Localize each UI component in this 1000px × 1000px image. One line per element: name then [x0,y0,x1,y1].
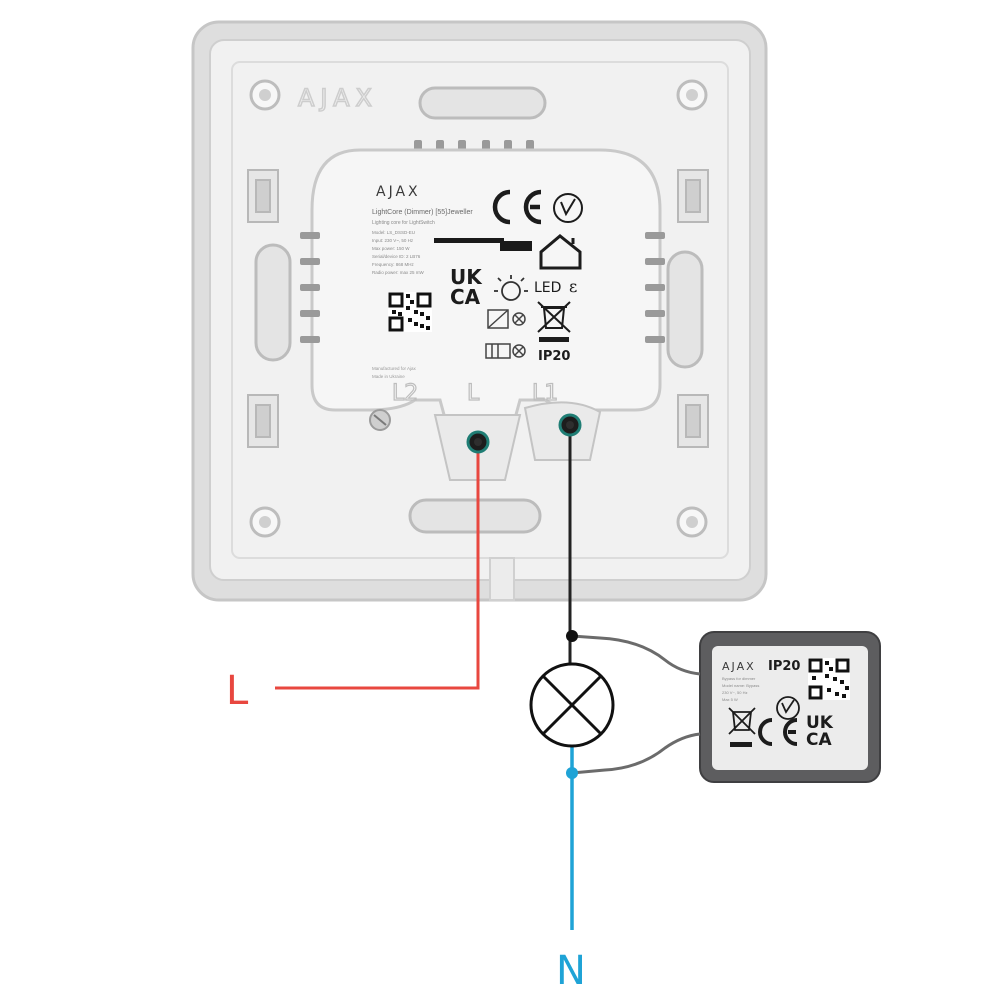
epsilon-icon: ε [569,277,577,296]
bypass-ip-rating: IP20 [768,659,800,674]
bulb-icon [494,275,528,301]
dimmer-module: AJAX LightCore (Dimmer) [55]Jeweller Lig… [300,140,665,481]
svg-text:CA: CA [806,730,832,750]
mount-slot-bottom [408,498,542,534]
spec-line: Input: 230 V~, 50 Hz [372,238,414,243]
svg-text:UK: UK [806,713,834,733]
led-load-label: LED [534,280,561,296]
mount-hole-top-right [676,79,708,111]
mount-slot-left [254,243,292,362]
dimmer-spec-lines: Model: LS_DSSD-EU Input: 230 V~, 50 Hz M… [372,230,425,275]
spec-line: Max power: 150 W [372,246,410,251]
spec-line: Model: LS_DSSD-EU [372,230,415,235]
dimmer-product-name: LightCore (Dimmer) [55]Jeweller [372,209,473,216]
terminal-label-l2: L2 [392,381,418,406]
vents-sides [300,232,665,343]
driver-symbol-icon [487,309,526,329]
dimmer-subtitle: Lighting core for LightSwitch [372,220,435,226]
live-wire [275,442,480,690]
mount-hole-bottom-left [249,506,281,538]
bypass-module: AJAX IP20 Bypass for dimmer Model name: … [699,631,881,783]
mount-hole-top-left [249,79,281,111]
weee-bin-icon [537,301,571,333]
bypass-ce-mark-icon [758,718,798,746]
lamp-symbol-icon [485,343,526,359]
ukca-icon: UK CA [450,265,483,309]
terminal-screw [369,409,391,431]
bypass-spec-line: Max 5 W [722,697,738,702]
bypass-spec-line: Bypass for dimmer [722,676,756,681]
dimmer-brand: AJAX [376,184,421,200]
bypass-ukca-icon: UK CA [806,713,834,750]
side-clips [247,169,709,448]
mount-hole-bottom-right [676,506,708,538]
spec-line: Frequency: 868 MHz [372,262,415,267]
frame-brand-emboss: AJAX [298,84,378,112]
dimmer-ip-rating: IP20 [538,349,570,364]
bypass-spec-line: Model name: Bypass [722,683,759,688]
mount-slot-top [418,86,547,120]
house-icon [539,234,582,270]
mount-slot-right [666,250,704,369]
spec-line: Radio power: max 25 mW [372,270,425,275]
lamp-load-icon [529,662,615,748]
dimmer-footer-line-1: Manufactured for Ajax [372,366,417,371]
bypass-brand: AJAX [722,660,756,673]
spec-line: Serial/device ID: 2 LB76 [372,254,421,259]
bypass-weee-bin-icon [728,707,756,735]
live-wire-label: L [226,668,249,714]
qr-code-icon [388,292,432,332]
bypass-qr-code-icon [808,658,850,700]
neutral-wire-label: N [556,948,586,994]
dimmer-footer-line-2: Made in Ukraine [372,374,405,379]
svg-text:CA: CA [450,285,481,309]
bypass-spec-line: 230 V~, 50 Hz [722,690,747,695]
ua-conformity-icon [553,193,583,223]
junction-dot-top [566,630,578,642]
serial-barcode [434,238,532,251]
terminal-l1 [558,413,582,437]
bypass-ua-conformity-icon [776,696,800,720]
bypass-wire-top [571,634,701,676]
terminal-l [466,430,490,454]
svg-text:UK: UK [450,265,483,289]
bypass-wire-bottom [571,732,701,775]
ce-mark-icon [492,189,542,225]
terminal-label-l: L [467,381,480,406]
junction-dot-bottom [566,767,578,779]
